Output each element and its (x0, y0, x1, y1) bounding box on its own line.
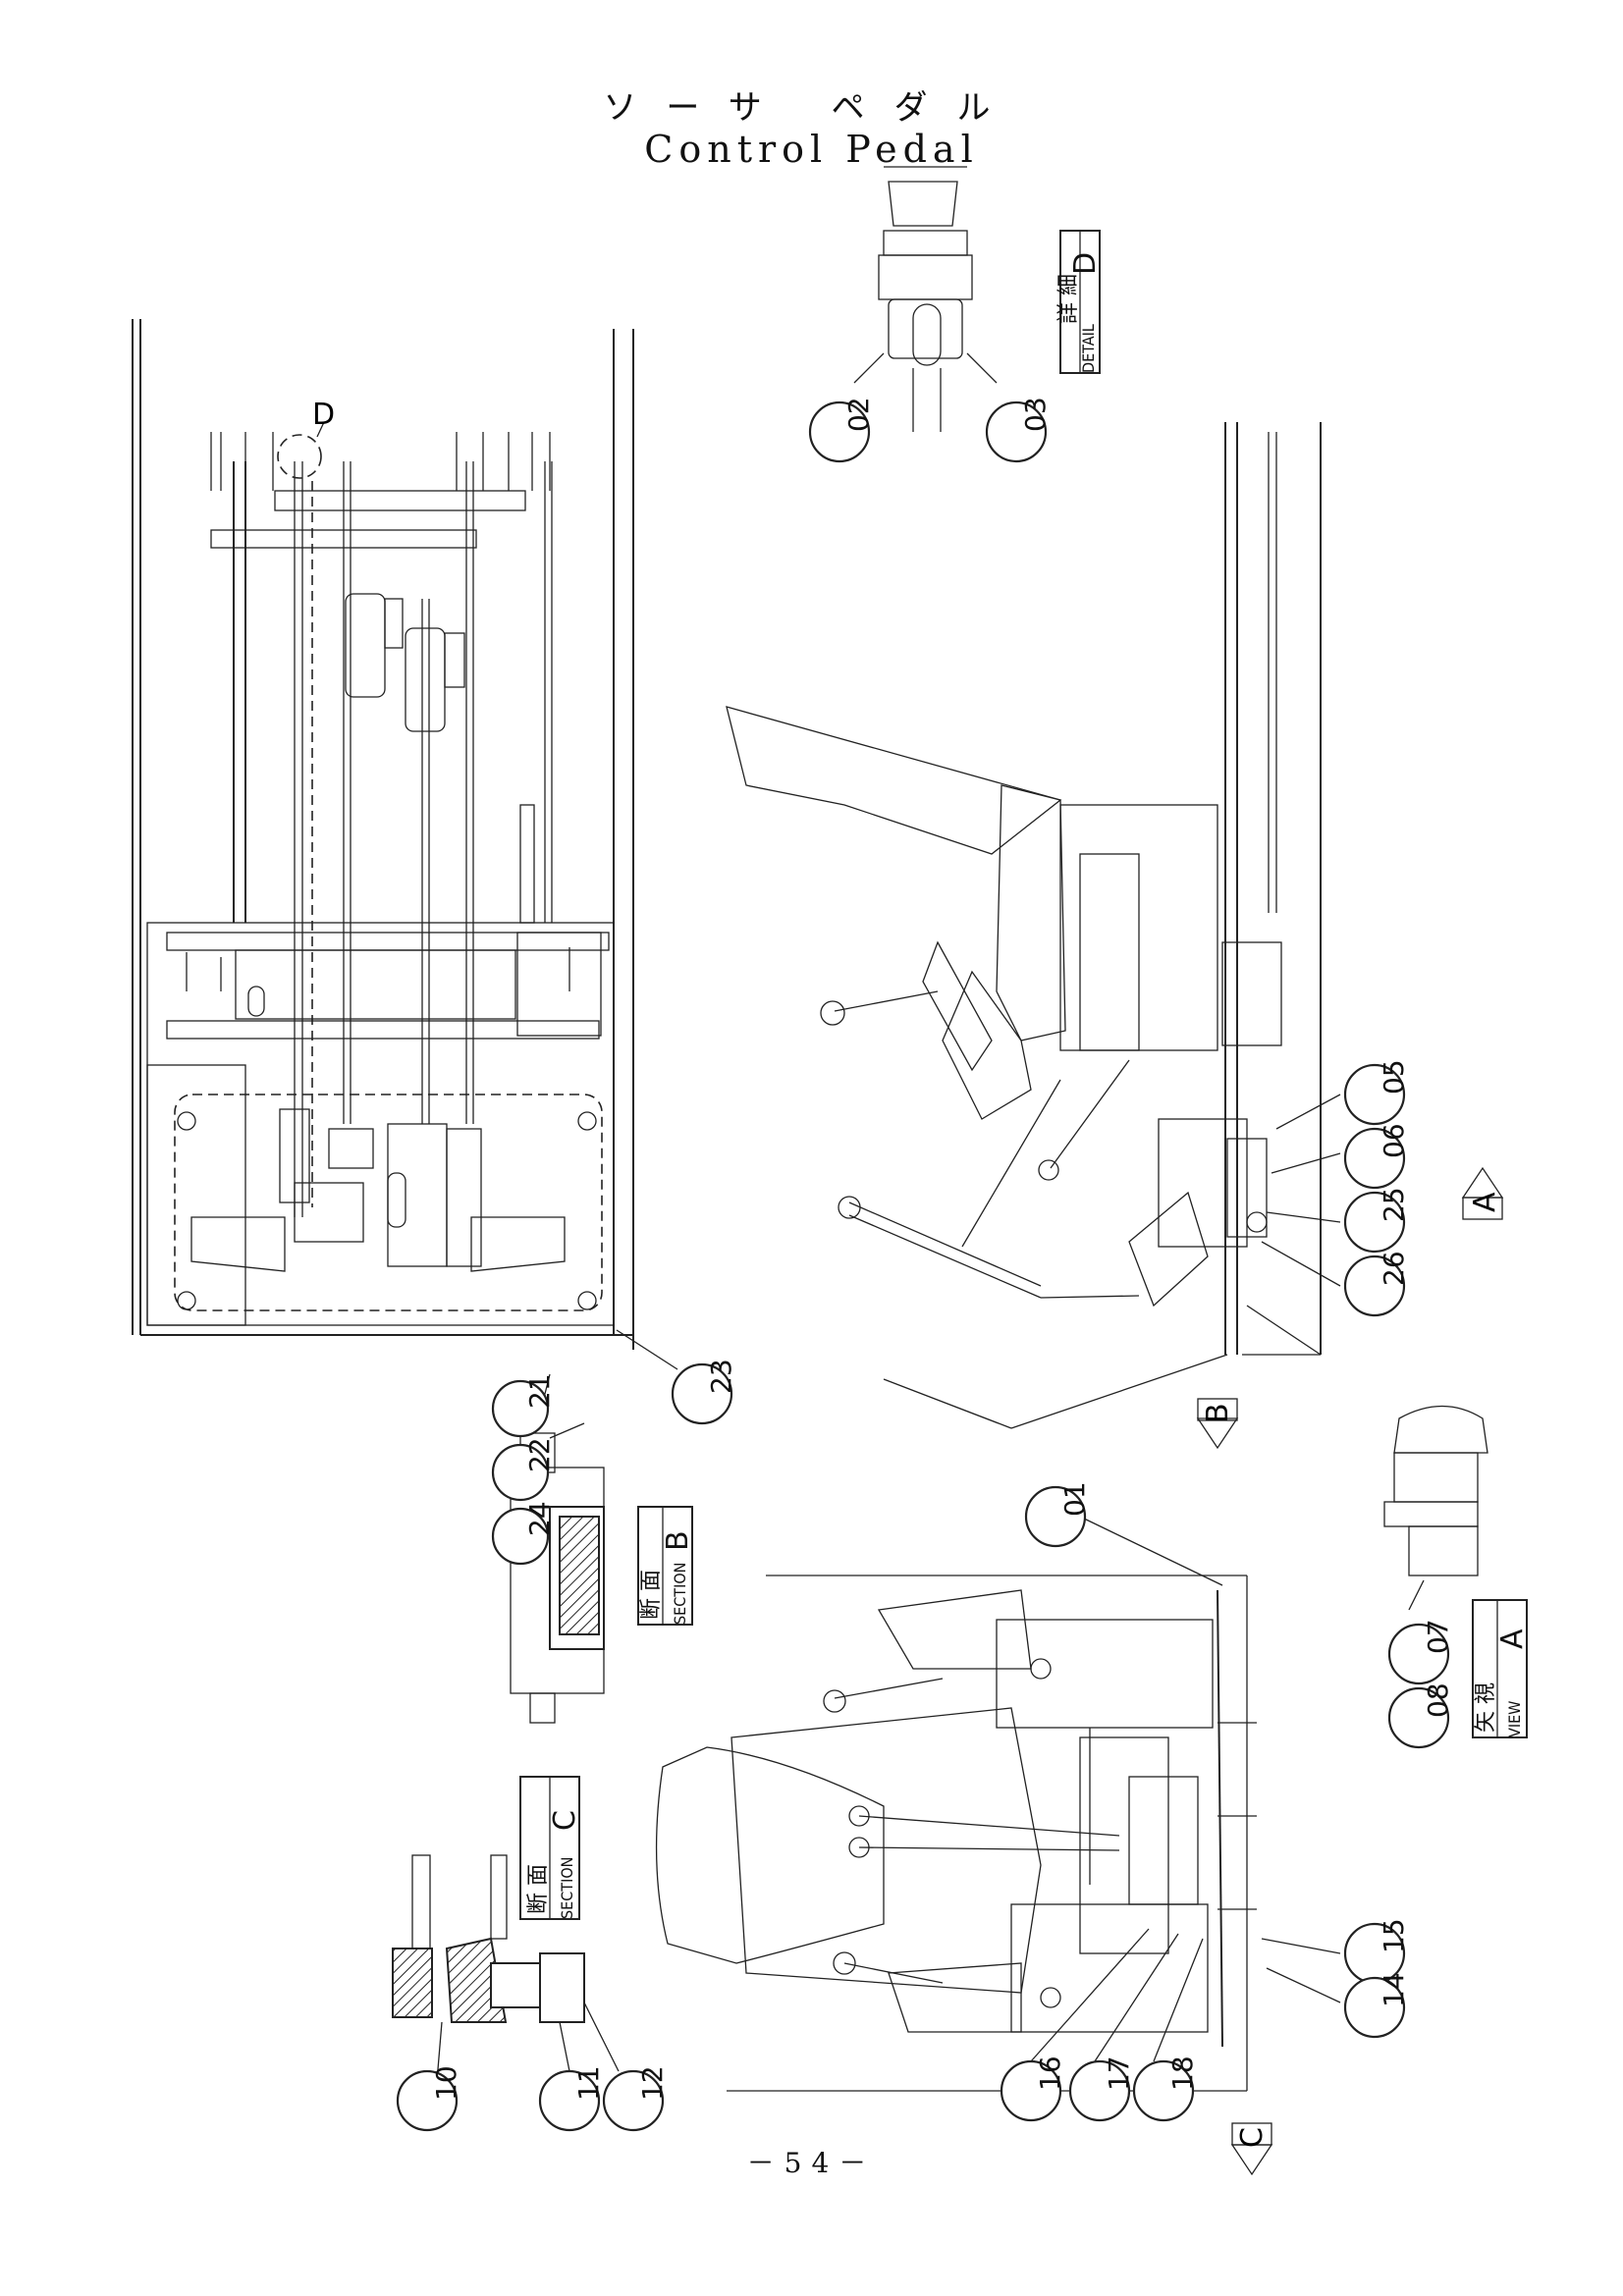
view-marker-b: B (1196, 1398, 1239, 1450)
callout-10: 10 (396, 2065, 462, 2132)
svg-text:10: 10 (430, 2065, 462, 2101)
callout-23: 23 (671, 1359, 737, 1425)
section-b-label: 断 面 SECTION B (637, 1506, 695, 1626)
svg-text:06: 06 (1378, 1123, 1410, 1158)
callout-01: 01 (1024, 1481, 1091, 1548)
top-plan-view: D (132, 319, 678, 1370)
callout-16: 16 (1000, 2056, 1066, 2122)
svg-text:DETAIL: DETAIL (1079, 324, 1098, 373)
svg-text:07: 07 (1422, 1619, 1454, 1654)
section-c-label: 断 面 SECTION C (519, 1776, 582, 1920)
callout-18: 18 (1132, 2056, 1199, 2122)
view-a-drawing (1383, 1405, 1488, 1611)
callout-02: 02 (808, 397, 875, 463)
svg-text:26: 26 (1378, 1251, 1410, 1286)
callout-25: 26 (1343, 1251, 1410, 1317)
svg-text:17: 17 (1103, 2056, 1135, 2091)
svg-text:11: 11 (572, 2065, 605, 2101)
svg-text:23: 23 (705, 1359, 737, 1394)
svg-text:25: 25 (1378, 1187, 1410, 1222)
page-title-japanese: ソーサ ペダル (603, 88, 1020, 128)
view-a-label: 矢 視 VIEW A (1472, 1599, 1530, 1738)
section-b-drawing (510, 1373, 605, 1724)
svg-text:03: 03 (1019, 397, 1052, 432)
svg-text:断 面: 断 面 (639, 1570, 664, 1620)
svg-text:B: B (661, 1530, 695, 1551)
svg-text:18: 18 (1166, 2056, 1199, 2091)
callout-14: 14 (1343, 1972, 1410, 2039)
callout-17: 17 (1068, 2056, 1135, 2122)
side-view (726, 422, 1341, 1429)
callout-12: 12 (602, 2065, 669, 2132)
section-c-drawing (392, 1854, 620, 2082)
svg-text:矢 視: 矢 視 (1474, 1682, 1498, 1733)
svg-text:A: A (1495, 1629, 1530, 1649)
svg-text:02: 02 (842, 397, 875, 432)
callout-06: 06 (1343, 1123, 1410, 1190)
svg-text:A: A (1468, 1192, 1502, 1212)
detail-d-label: 詳 細 DETAIL D (1056, 230, 1103, 374)
view-marker-d: D (312, 398, 335, 432)
callout-07: 07 (1387, 1619, 1454, 1685)
svg-text:05: 05 (1378, 1059, 1410, 1095)
svg-text:VIEW: VIEW (1505, 1701, 1524, 1737)
front-view (655, 1516, 1341, 2092)
svg-text:14: 14 (1378, 1972, 1410, 2007)
detail-d-drawing (853, 166, 998, 432)
callout-24: 25 (1343, 1187, 1410, 1254)
callout-21: 21 (491, 1373, 556, 1438)
svg-text:15: 15 (1378, 1918, 1410, 1953)
svg-text:D: D (1068, 252, 1103, 275)
page-title-english: Control Pedal (644, 128, 979, 171)
svg-text:C: C (548, 1810, 582, 1831)
svg-text:SECTION: SECTION (671, 1563, 689, 1625)
callout-03: 03 (985, 397, 1052, 463)
svg-text:16: 16 (1034, 2056, 1066, 2091)
svg-text:21: 21 (523, 1373, 556, 1409)
svg-text:C: C (1235, 2127, 1270, 2148)
view-marker-c: C (1230, 2122, 1273, 2176)
svg-text:B: B (1201, 1403, 1235, 1423)
svg-text:断 面: 断 面 (526, 1864, 551, 1914)
callout-11: 11 (538, 2065, 605, 2132)
view-marker-a: A (1461, 1166, 1504, 1220)
callout-22: 22 (491, 1437, 556, 1502)
svg-text:12: 12 (636, 2065, 669, 2101)
svg-text:22: 22 (523, 1437, 556, 1472)
svg-text:01: 01 (1058, 1481, 1091, 1517)
svg-text:詳 細: 詳 細 (1056, 274, 1081, 324)
svg-text:24: 24 (523, 1501, 556, 1536)
callout-26: 24 (491, 1501, 556, 1566)
page-number: －54－ (746, 2147, 877, 2179)
svg-text:08: 08 (1422, 1682, 1454, 1718)
svg-text:SECTION: SECTION (558, 1857, 576, 1919)
callout-08: 08 (1387, 1682, 1454, 1749)
callout-05: 05 (1343, 1059, 1410, 1126)
